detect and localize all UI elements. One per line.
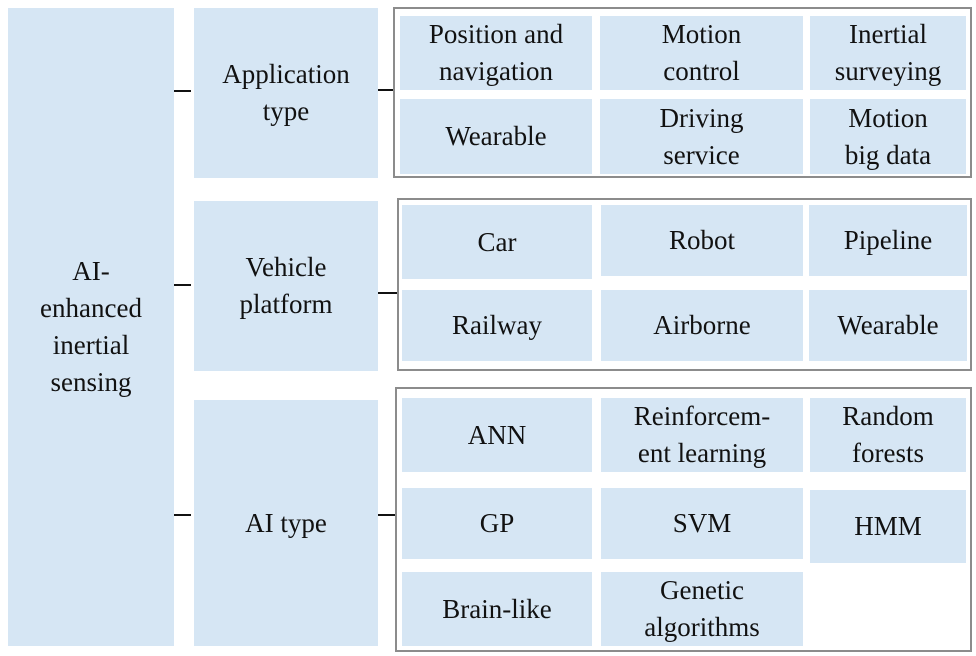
connector-vehicle-platform-items xyxy=(378,292,397,294)
leaf-motion-control: Motion control xyxy=(600,16,803,90)
root-node: AI- enhanced inertial sensing xyxy=(8,8,174,646)
leaf-ann: ANN xyxy=(402,398,592,472)
leaf-reinforcement-learning: Reinforcem- ent learning xyxy=(601,398,803,472)
connector-root-ai-type xyxy=(174,514,191,516)
leaf-car: Car xyxy=(402,205,592,279)
category-ai-type: AI type xyxy=(194,400,378,646)
leaf-inertial-surveying: Inertial surveying xyxy=(810,16,966,90)
category-application-type: Application type xyxy=(194,8,378,178)
leaf-railway: Railway xyxy=(402,290,592,361)
leaf-genetic-algorithms: Genetic algorithms xyxy=(601,572,803,646)
connector-root-vehicle-platform xyxy=(174,284,191,286)
leaf-hmm: HMM xyxy=(810,490,966,563)
leaf-brain-like: Brain-like xyxy=(402,572,592,646)
connector-root-application-type xyxy=(174,90,191,92)
leaf-airborne: Airborne xyxy=(601,290,803,361)
leaf-random-forests: Random forests xyxy=(810,398,966,472)
leaf-position-and-navigation: Position and navigation xyxy=(400,16,592,90)
leaf-gp: GP xyxy=(402,488,592,559)
leaf-wearable-application: Wearable xyxy=(400,99,592,174)
connector-ai-type-items xyxy=(378,514,395,516)
leaf-motion-big-data: Motion big data xyxy=(810,99,966,174)
leaf-robot: Robot xyxy=(601,205,803,276)
leaf-pipeline: Pipeline xyxy=(809,205,967,276)
leaf-driving-service: Driving service xyxy=(600,99,803,174)
category-vehicle-platform: Vehicle platform xyxy=(194,201,378,371)
connector-application-type-items xyxy=(378,89,393,91)
leaf-wearable-platform: Wearable xyxy=(809,290,967,361)
leaf-svm: SVM xyxy=(601,488,803,559)
